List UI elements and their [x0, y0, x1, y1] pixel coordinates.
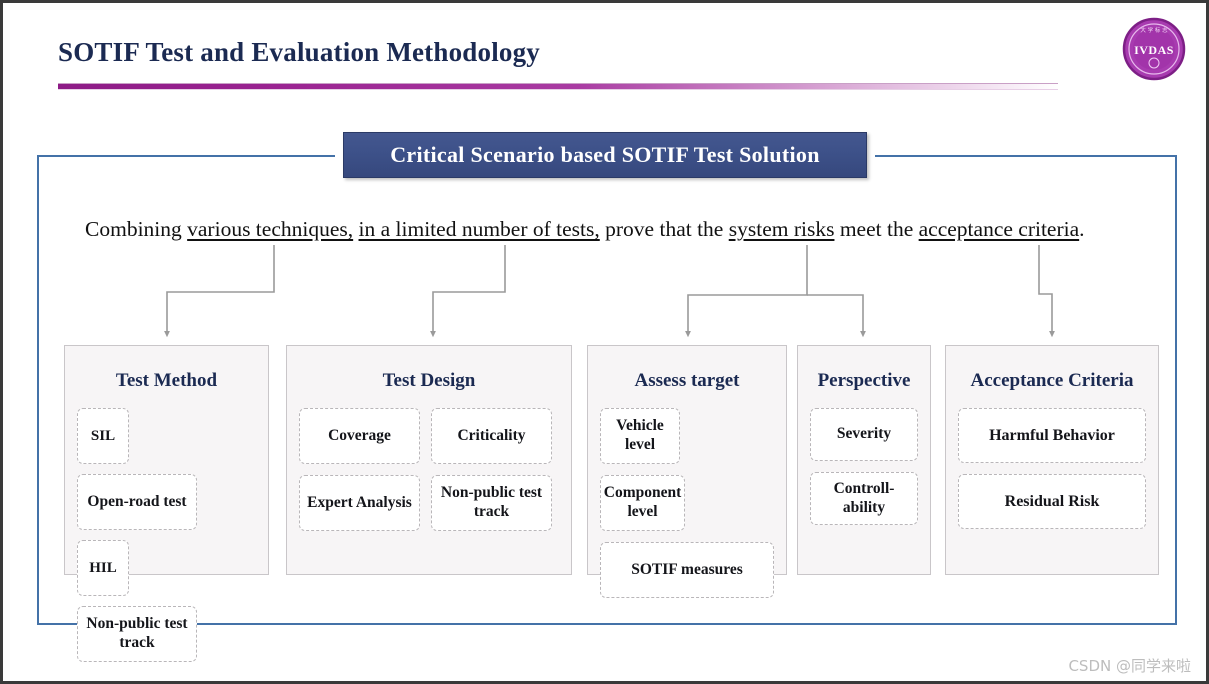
phrase-acceptance-criteria: acceptance criteria	[918, 217, 1080, 241]
cell-controllability[interactable]: Controll-ability	[810, 472, 918, 525]
column-cells-test-design: Coverage Criticality Expert Analysis Non…	[287, 408, 571, 545]
cell-severity[interactable]: Severity	[810, 408, 918, 461]
column-cells-assess-target: Vehicle level Component level SOTIF meas…	[588, 408, 786, 612]
cell-vehicle-level[interactable]: Vehicle level	[600, 408, 680, 464]
ivdas-logo: IVDAS 大 学 标 志	[1121, 16, 1187, 82]
phrase-limited-number-of-tests: in a limited number of tests,	[358, 217, 600, 241]
phrase-system-risks: system risks	[728, 217, 835, 241]
cell-expert-analysis[interactable]: Expert Analysis	[299, 475, 420, 531]
column-acceptance-criteria: Acceptance Criteria Harmful Behavior Res…	[945, 345, 1159, 575]
cell-sotif-measures[interactable]: SOTIF measures	[600, 542, 774, 598]
column-title-assess-target: Assess target	[634, 370, 740, 391]
column-title-perspective: Perspective	[817, 370, 911, 391]
column-assess-target: Assess target Vehicle level Component le…	[587, 345, 787, 598]
sentence-part-4: meet the	[834, 217, 919, 241]
cell-non-public-test-track[interactable]: Non-public test track	[77, 606, 197, 662]
cell-harmful-behavior[interactable]: Harmful Behavior	[958, 408, 1146, 463]
column-cells-perspective: Severity Controll-ability	[798, 408, 930, 539]
title-underline-rule	[58, 83, 1058, 90]
column-test-design: Test Design Coverage Criticality Expert …	[286, 345, 572, 575]
cell-component-level[interactable]: Component level	[600, 475, 685, 531]
column-title-test-design: Test Design	[382, 370, 476, 391]
summary-sentence: Combining various techniques, in a limit…	[85, 216, 1145, 243]
sentence-part-3: prove that the	[599, 217, 729, 241]
column-cells-acceptance-criteria: Harmful Behavior Residual Risk	[946, 408, 1158, 543]
svg-text:大 学 标 志: 大 学 标 志	[1140, 26, 1168, 34]
phrase-various-techniques: various techniques,	[187, 217, 354, 241]
cell-open-road-test[interactable]: Open-road test	[77, 474, 197, 530]
cell-coverage[interactable]: Coverage	[299, 408, 420, 464]
csdn-watermark: CSDN @同学来啦	[1068, 657, 1191, 675]
cell-sil[interactable]: SIL	[77, 408, 129, 464]
section-banner: Critical Scenario based SOTIF Test Solut…	[343, 132, 867, 178]
cell-hil[interactable]: HIL	[77, 540, 129, 596]
svg-text:IVDAS: IVDAS	[1134, 43, 1174, 57]
banner-title: Critical Scenario based SOTIF Test Solut…	[390, 142, 820, 167]
cell-residual-risk[interactable]: Residual Risk	[958, 474, 1146, 529]
title-block: SOTIF Test and Evaluation Methodology	[58, 37, 1058, 68]
cell-criticality[interactable]: Criticality	[431, 408, 552, 464]
column-test-method: Test Method SIL Open-road test HIL Non-p…	[64, 345, 269, 662]
sentence-part-5: .	[1079, 217, 1085, 241]
column-title-test-method: Test Method	[115, 370, 218, 391]
column-perspective: Perspective Severity Controll-ability	[797, 345, 931, 575]
page-title: SOTIF Test and Evaluation Methodology	[58, 37, 541, 67]
column-cells-test-method: SIL Open-road test HIL Non-public test t…	[65, 408, 268, 676]
cell-non-public-test-track[interactable]: Non-public test track	[431, 475, 552, 531]
sentence-part-1: Combining	[85, 217, 188, 241]
column-title-acceptance-criteria: Acceptance Criteria	[970, 370, 1134, 391]
